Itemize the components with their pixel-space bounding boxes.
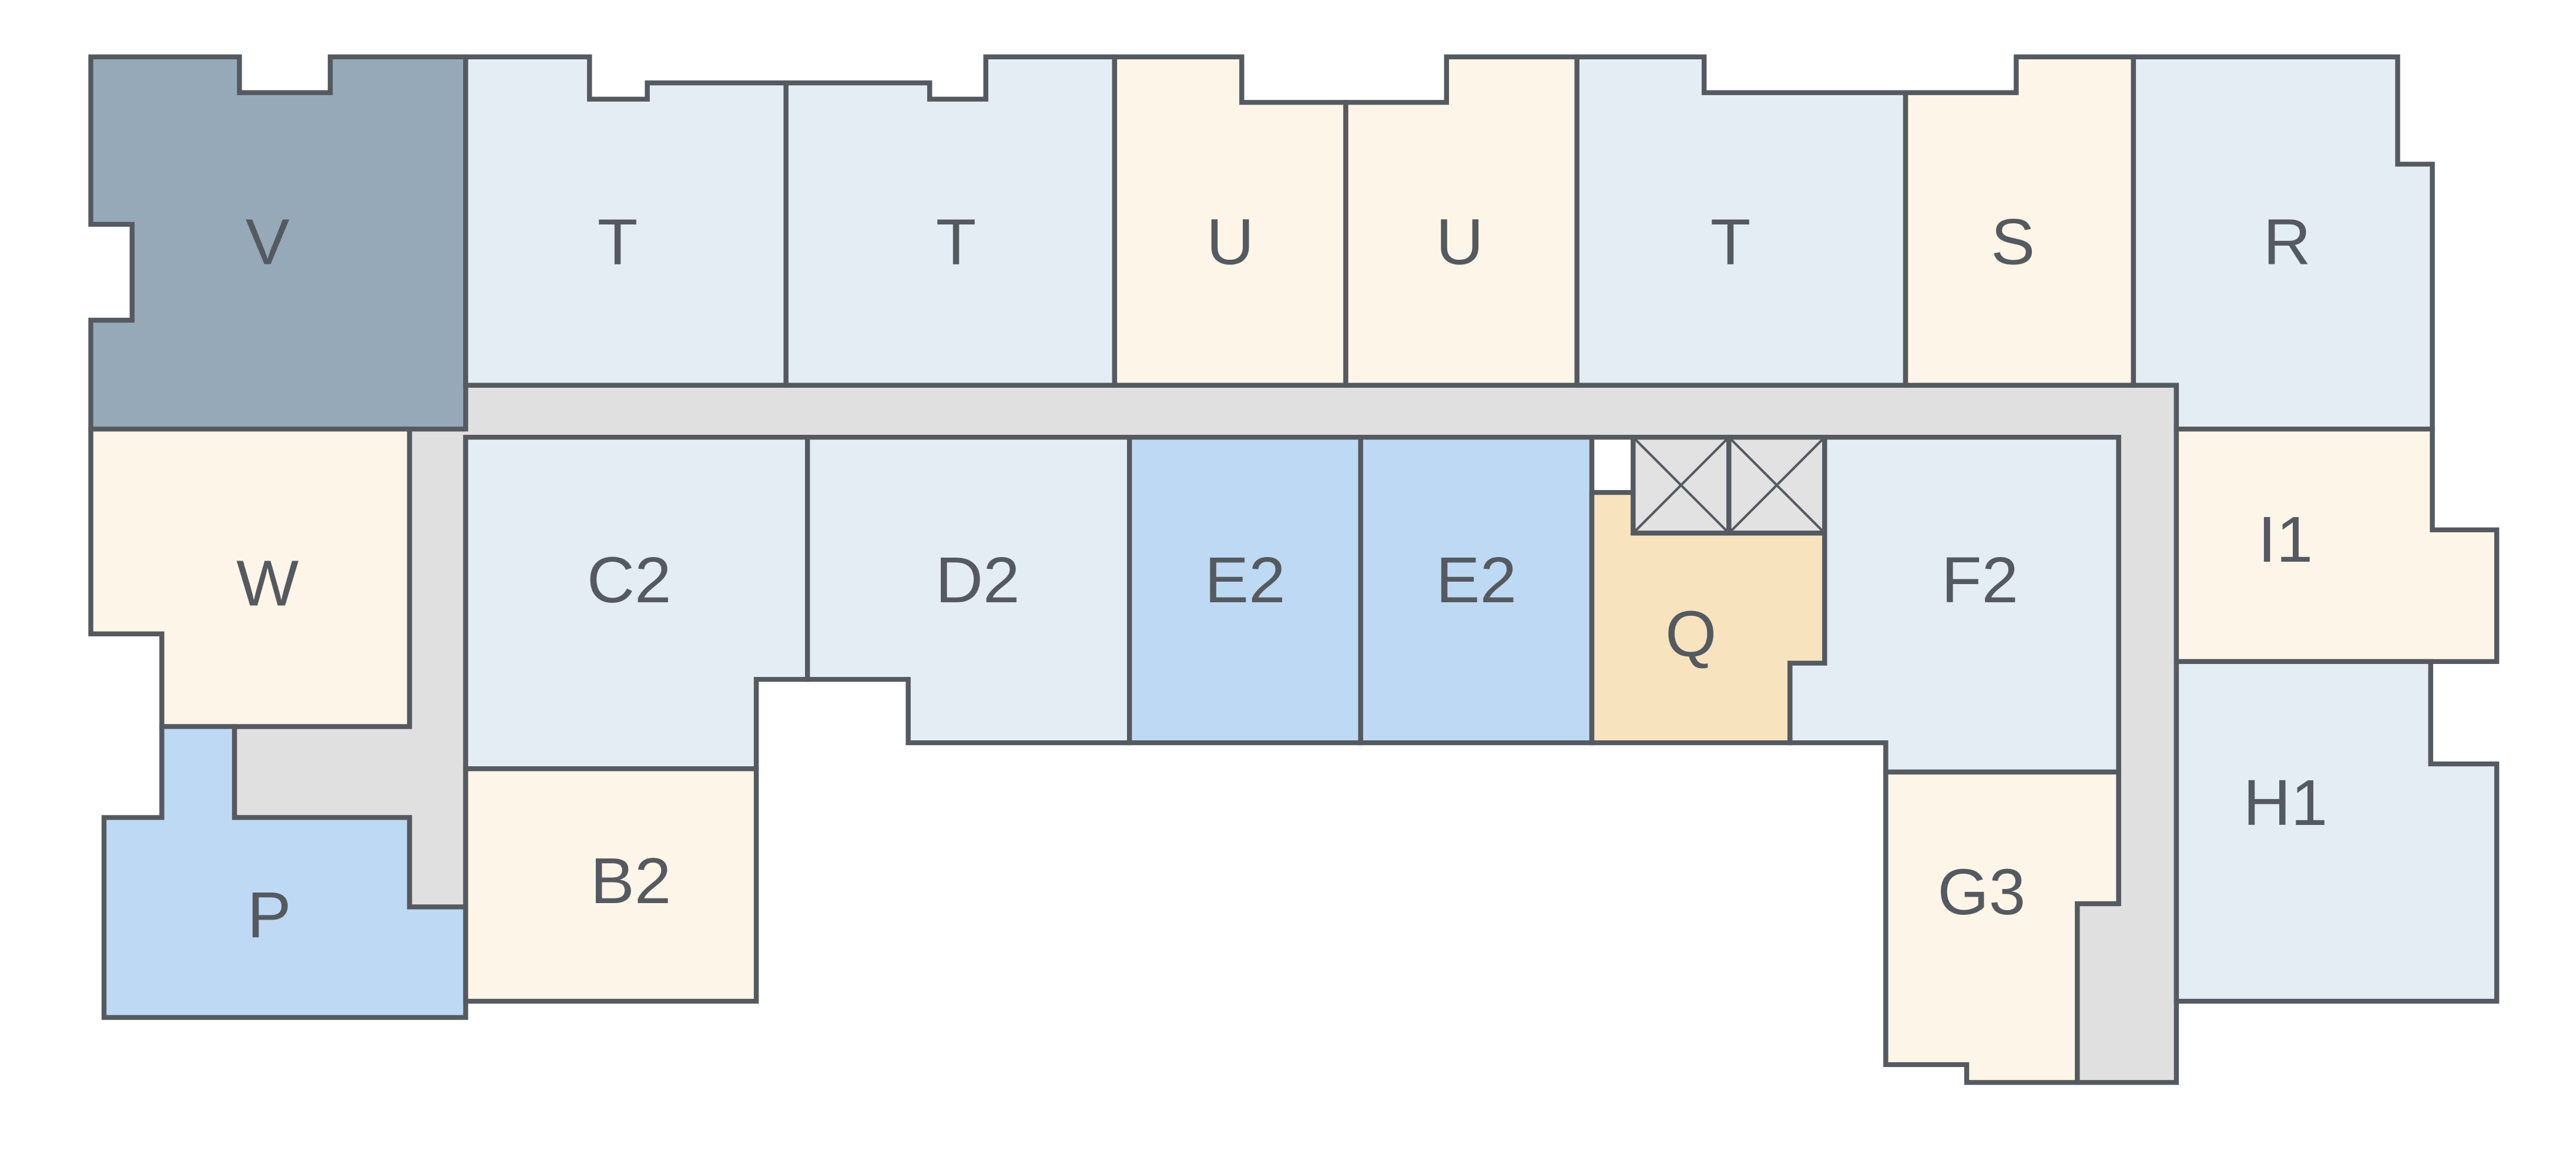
- unit-e2a[interactable]: [1126, 434, 1363, 746]
- unit-i1[interactable]: [2174, 427, 2500, 664]
- unit-d2[interactable]: [805, 434, 1132, 746]
- unit-v[interactable]: [88, 54, 468, 432]
- unit-t3[interactable]: [1574, 54, 1908, 388]
- unit-w[interactable]: [88, 427, 412, 729]
- unit-u2[interactable]: [1343, 54, 1580, 388]
- unit-t2[interactable]: [783, 54, 1118, 388]
- unit-e2b[interactable]: [1358, 434, 1595, 746]
- unit-f2[interactable]: [1787, 434, 2121, 775]
- unit-b2[interactable]: [463, 766, 759, 1004]
- unit-r[interactable]: [2131, 54, 2435, 432]
- unit-c2[interactable]: [463, 434, 810, 771]
- unit-h1[interactable]: [2174, 659, 2500, 1004]
- unit-u1[interactable]: [1112, 54, 1349, 388]
- unit-s[interactable]: [1903, 54, 2136, 388]
- elevator-core: [1631, 434, 1827, 536]
- unit-t1[interactable]: [463, 54, 789, 388]
- unit-g3[interactable]: [1883, 769, 2121, 1085]
